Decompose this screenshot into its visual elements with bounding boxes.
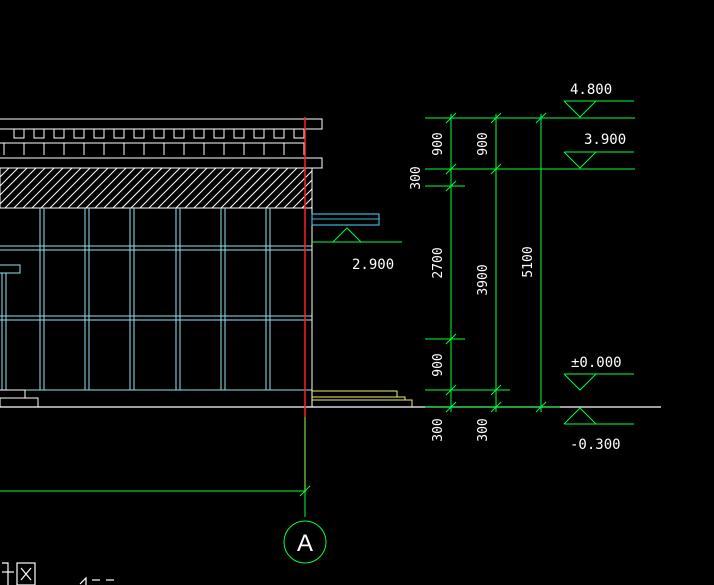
- dimension-tick: [490, 163, 502, 175]
- hatch-line: [40, 167, 82, 209]
- dim-middle-plinth: 300: [476, 418, 491, 441]
- entrance-canopy: [311, 213, 380, 226]
- hatch-line: [121, 167, 163, 209]
- hatch-line: [22, 167, 64, 209]
- hatch-line: [130, 167, 172, 209]
- dim-outer-total: 5100: [521, 246, 536, 277]
- hatch-line: [202, 167, 244, 209]
- entrance-steps: [312, 390, 413, 407]
- hatch-line: [0, 167, 28, 196]
- hatch-line: [292, 188, 313, 209]
- dentil-block: [173, 128, 185, 139]
- hatch-line: [184, 167, 226, 209]
- building-plinth: [0, 208, 313, 408]
- dentil-block: [73, 128, 85, 139]
- hatch-line: [193, 167, 235, 209]
- hatch-line: [211, 167, 253, 209]
- canopy-level-text: 2.900: [352, 257, 394, 273]
- dentil-block: [253, 128, 265, 139]
- outdoor-level-text: -0.300: [570, 437, 621, 453]
- dimension-tick: [535, 112, 547, 124]
- hatch-line: [13, 167, 55, 209]
- dimension-tick: [535, 401, 547, 413]
- curtain-wall-grid: [0, 208, 312, 391]
- dim-inner-sill: 900: [431, 353, 446, 376]
- dentil-block: [193, 128, 205, 139]
- roof-dentil-row: [3, 128, 305, 155]
- dentil-block: [133, 128, 145, 139]
- hatch-line: [76, 167, 118, 209]
- dimension-tick: [445, 401, 457, 413]
- dentil-block: [13, 128, 25, 139]
- hatch-line: [166, 167, 208, 209]
- dimension-tick: [490, 112, 502, 124]
- dimension-tick: [445, 163, 457, 175]
- hatch-line: [148, 167, 190, 209]
- hatch-line: [0, 167, 19, 187]
- dentil-block: [153, 128, 165, 139]
- hatch-line: [238, 167, 280, 209]
- dentil-block: [293, 128, 305, 139]
- dim-inner-slab: 300: [409, 166, 424, 189]
- hatch-line: [49, 167, 91, 209]
- dimension-tick: [445, 180, 457, 192]
- dimension-tick: [490, 401, 502, 413]
- dentil-block: [53, 128, 65, 139]
- hatch-line: [85, 167, 127, 209]
- hatch-line: [175, 167, 217, 209]
- dentil-block: [273, 128, 285, 139]
- hatch-line: [256, 167, 298, 209]
- hatch-line: [274, 170, 313, 209]
- dim-inner-parapet: 900: [431, 132, 446, 155]
- roof-level-marker: [563, 151, 634, 169]
- hatch-line: [4, 167, 46, 209]
- dim-middle-parapet: 900: [476, 132, 491, 155]
- hatch-line: [0, 167, 10, 178]
- roof-level-text: 3.900: [584, 132, 626, 148]
- hatch-line: [265, 167, 307, 209]
- hatch-line: [94, 167, 136, 209]
- hatch-line: [157, 167, 199, 209]
- title-fragment: [2, 562, 114, 585]
- ground-level-text: ±0.000: [571, 355, 622, 371]
- roof-eave: [0, 118, 323, 169]
- dentil-block: [233, 128, 245, 139]
- hatch-line: [247, 167, 289, 209]
- axis-a-label: A: [297, 530, 313, 557]
- hatch-line: [220, 167, 262, 209]
- hatch-line: [103, 167, 145, 209]
- door-frame-partial: [0, 264, 21, 390]
- outdoor-level-marker: [563, 407, 634, 425]
- hatch-line: [139, 167, 181, 209]
- dimension-tick: [490, 384, 502, 396]
- dentil-block: [93, 128, 105, 139]
- ground-level-marker: [563, 373, 634, 391]
- dentil-block: [213, 128, 225, 139]
- dim-inner-plinth: 300: [431, 418, 446, 441]
- dim-middle-floor: 3900: [476, 264, 491, 295]
- hatch-line: [31, 167, 73, 209]
- hatch-line: [67, 167, 109, 209]
- dimension-tick: [445, 333, 457, 345]
- dim-inner-window: 2700: [431, 247, 446, 278]
- hatch-line: [283, 179, 313, 209]
- fascia-hatch: [0, 167, 313, 209]
- dimension-tick: [445, 384, 457, 396]
- hatch-line: [58, 167, 100, 209]
- hatch-line: [301, 197, 313, 209]
- dimension-ticks: [445, 112, 547, 413]
- hatch-line: [0, 167, 37, 205]
- canopy-level-marker: [312, 227, 402, 243]
- roof-top-marker: [563, 100, 634, 118]
- dimension-columns: [425, 114, 635, 412]
- hatch-line: [229, 167, 271, 209]
- hatch-line: [310, 206, 313, 209]
- dentil-block: [113, 128, 125, 139]
- axis-dimension-line: [0, 417, 327, 564]
- hatch-line: [112, 167, 154, 209]
- dentil-block: [33, 128, 45, 139]
- dimension-tick: [445, 112, 457, 124]
- roof-top-level-text: 4.800: [570, 82, 612, 98]
